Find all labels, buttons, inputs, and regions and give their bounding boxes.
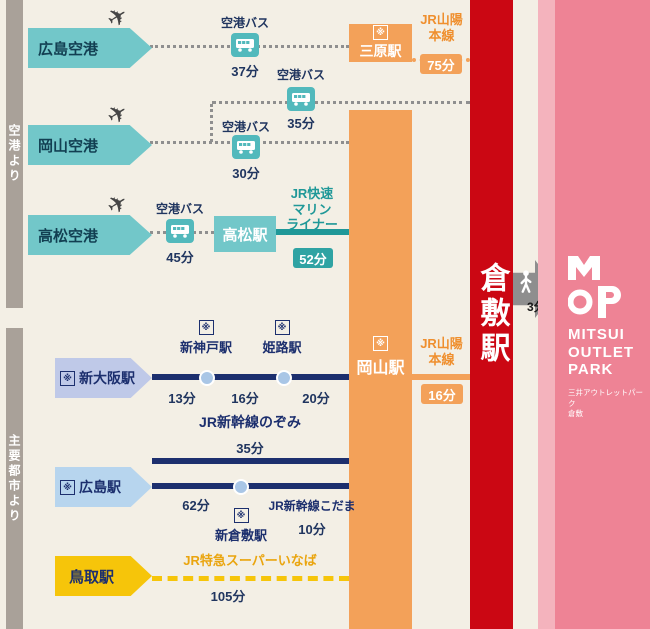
bus-time: 35分 (287, 116, 315, 131)
marine-liner-label: JR快速 マリン ライナー (286, 186, 338, 233)
segment-time: 20分 (302, 391, 330, 406)
station-mihara: ※ 三原駅 (349, 24, 412, 62)
nozomi-hiroshima-line (152, 458, 349, 464)
outlet-subname: 三井アウトレットパーク 倉敷 (568, 388, 643, 418)
note-mark-icon: ※ (373, 25, 388, 40)
note-mark-icon: ※ (198, 320, 214, 335)
station-takamatsu: 高松駅 (214, 216, 276, 252)
sanyo-line-okayama (412, 374, 470, 380)
bus-label: 空港バス (221, 120, 270, 134)
outlet-accent-strip (538, 0, 555, 629)
station-dot-shin-kurashiki (233, 479, 249, 495)
origin-hiroshima: ※ 広島駅 (55, 467, 152, 507)
inaba-time: 105分 (210, 589, 246, 604)
note-mark-icon: ※ (60, 370, 75, 386)
marine-liner-time: 52分 (293, 248, 333, 268)
kodama-time: 10分 (298, 522, 326, 537)
bus-time: 37分 (231, 64, 259, 79)
note-mark-icon: ※ (233, 508, 249, 523)
station-dot-shin-kobe (199, 370, 215, 386)
station-shin-kurashiki: ※ 新倉敷駅 (206, 508, 276, 544)
station-label: 倉敷駅 (475, 262, 509, 367)
outlet-name: MITSUI OUTLET PARK (568, 326, 634, 379)
outlet-column: MITSUI OUTLET PARK 三井アウトレットパーク 倉敷 (555, 0, 650, 629)
bus-label: 空港バス (220, 16, 269, 30)
origin-shin-osaka: ※ 新大阪駅 (55, 358, 152, 398)
walking-person-icon (520, 270, 532, 293)
station-kurashiki-column: 倉敷駅 (470, 0, 513, 629)
segment-time: 13分 (168, 391, 196, 406)
station-shin-kobe: ※ 新神戸駅 (171, 320, 241, 356)
segment-time: 16分 (231, 391, 259, 406)
bus-time: 30分 (232, 166, 260, 181)
sanyo-mihara-label: JR山陽 本線 (420, 12, 463, 43)
origin-label: 岡山空港 (38, 137, 99, 155)
origin-label: 高松空港 (38, 227, 99, 245)
origin-tottori: 鳥取駅 (55, 556, 152, 596)
note-mark-icon: ※ (373, 336, 388, 351)
origin-okayama-airport: 岡山空港 (28, 125, 152, 165)
nozomi-line (152, 374, 349, 380)
nozomi-hiroshima-time: 35分 (236, 441, 264, 456)
kodama-line (152, 483, 349, 489)
note-mark-icon: ※ (60, 479, 75, 495)
kodama-shinkurashiki-time: 62分 (182, 498, 210, 513)
bus-label: 空港バス (276, 68, 325, 82)
origin-label: 鳥取駅 (69, 568, 115, 586)
origin-takamatsu-airport: 高松空港 (28, 215, 152, 255)
station-okayama: ※ 岡山駅 (349, 336, 412, 378)
station-himeji: ※ 姫路駅 (250, 320, 314, 356)
bus-line-okayama-branch (210, 104, 213, 142)
station-label: 岡山駅 (356, 360, 405, 377)
marine-liner-line (276, 229, 349, 235)
nozomi-label: JR新幹線のぞみ (199, 414, 301, 430)
note-mark-icon: ※ (274, 320, 290, 335)
bus-time: 45分 (166, 250, 194, 265)
bus-line-okayama-direct (212, 101, 470, 104)
sanyo-okayama-label: JR山陽 本線 (420, 336, 463, 367)
inaba-label: JR特急スーパーいなば (183, 553, 317, 568)
sidebar-airports: 空港より (6, 0, 23, 308)
origin-label: 新大阪駅 (79, 370, 135, 386)
station-label: 新倉敷駅 (214, 528, 267, 543)
station-label: 高松駅 (222, 226, 268, 244)
bus-label: 空港バス (155, 202, 204, 216)
sanyo-okayama-time: 16分 (421, 384, 463, 404)
station-label: 三原駅 (359, 43, 402, 59)
sanyo-mihara-time: 75分 (420, 54, 462, 74)
bus-icon (166, 219, 194, 243)
origin-label: 広島駅 (79, 479, 121, 495)
bus-icon (232, 135, 260, 159)
station-label: 姫路駅 (262, 340, 302, 355)
bus-icon (231, 33, 259, 57)
mop-logo-icon (568, 256, 621, 318)
station-dot-himeji (276, 370, 292, 386)
station-label: 新神戸駅 (179, 340, 232, 355)
sidebar-cities: 主要都市より (6, 328, 23, 629)
origin-hiroshima-airport: 広島空港 (28, 28, 152, 68)
kodama-label: JR新幹線こだま (268, 499, 356, 513)
station-okayama-column: ※ 岡山駅 (349, 110, 412, 629)
inaba-line (152, 576, 349, 581)
bus-icon (287, 87, 315, 111)
origin-label: 広島空港 (38, 40, 99, 58)
